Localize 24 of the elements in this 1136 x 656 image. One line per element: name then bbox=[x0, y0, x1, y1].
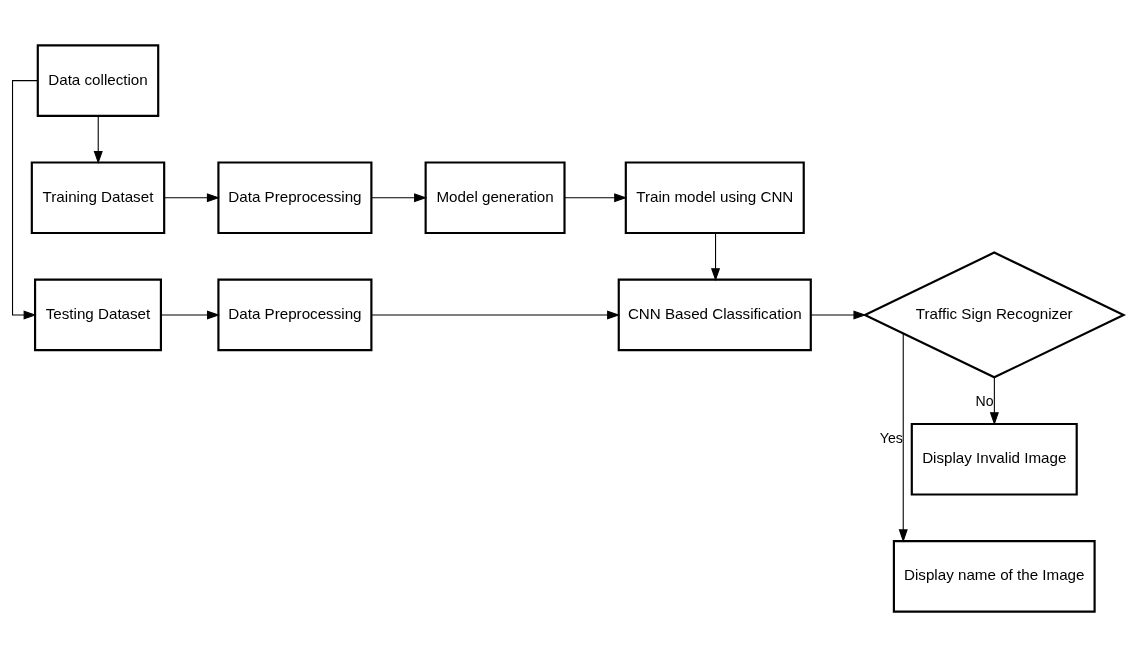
node-diamond: Traffic Sign Recognizer bbox=[862, 250, 1127, 379]
edge-label: Yes bbox=[879, 429, 903, 446]
node-box: Display name of the Image bbox=[892, 539, 1096, 613]
arrow bbox=[989, 376, 999, 425]
node-box: Data Preprocessing bbox=[217, 278, 373, 351]
arrow bbox=[810, 309, 867, 319]
node-box: Model generation bbox=[424, 160, 566, 234]
arrow bbox=[711, 232, 721, 281]
node-box: Data collection bbox=[36, 43, 160, 117]
arrow bbox=[898, 332, 908, 542]
arrow bbox=[93, 115, 103, 164]
arrow bbox=[370, 192, 428, 202]
node-box: Training Dataset bbox=[30, 160, 166, 234]
arrow bbox=[370, 309, 621, 319]
edge-label: No bbox=[975, 392, 994, 409]
node-box: CNN Based Classification bbox=[617, 278, 812, 351]
node-box: Display Invalid Image bbox=[910, 422, 1078, 496]
node-box: Train model using CNN bbox=[624, 160, 805, 234]
node-box: Testing Dataset bbox=[34, 278, 162, 351]
arrow bbox=[160, 309, 220, 319]
arrow bbox=[163, 192, 220, 202]
arrow bbox=[564, 192, 628, 202]
node-box: Data Preprocessing bbox=[217, 160, 373, 234]
arrow bbox=[12, 79, 39, 319]
